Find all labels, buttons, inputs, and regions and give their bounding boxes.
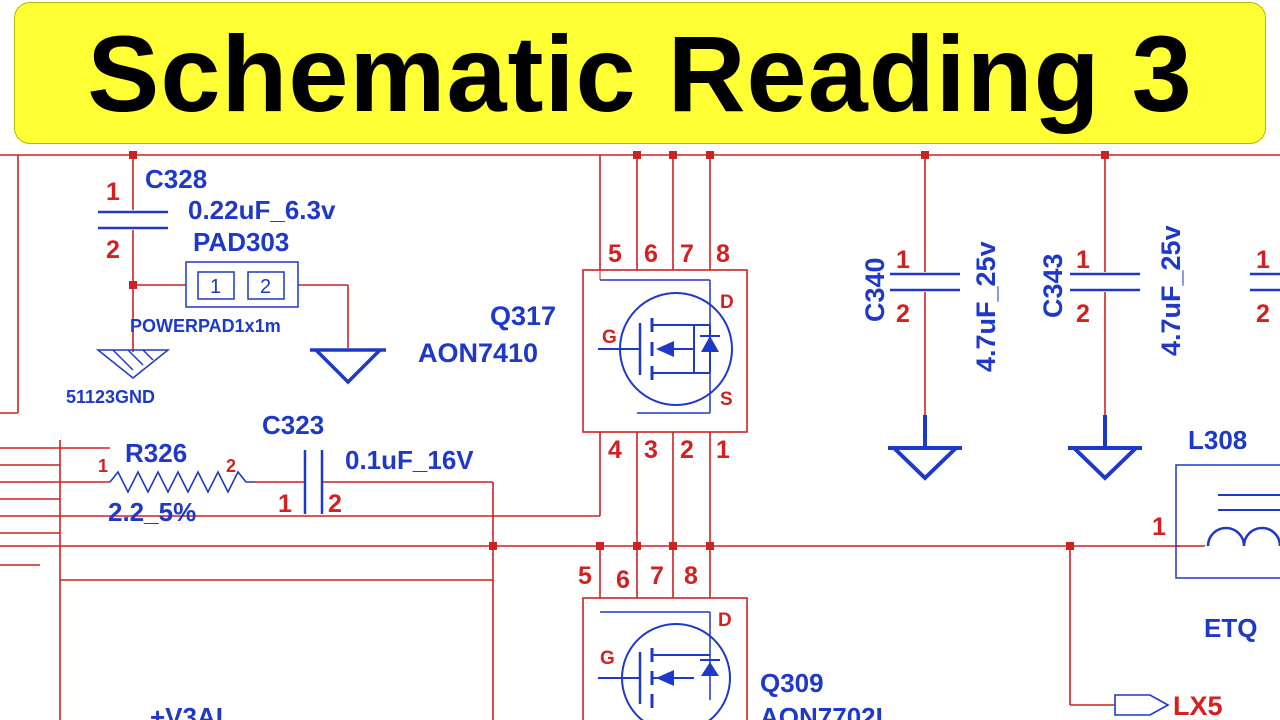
l308-symbol: [1175, 464, 1280, 579]
c328-symbol: [98, 210, 168, 230]
c-right-symbol: [1250, 272, 1280, 292]
c323-pin1: 1: [278, 490, 292, 518]
gnd-51123-label: 51123GND: [66, 387, 155, 407]
c-right-pin2: 2: [1256, 300, 1270, 328]
page-title: Schematic Reading 3: [87, 12, 1193, 134]
c328-value: 0.22uF_6.3v: [188, 195, 336, 225]
junction-dots: [129, 151, 1109, 550]
c328-pin2: 2: [106, 236, 120, 264]
lx5-net-flag: [1114, 694, 1170, 716]
c328-ref: C328: [145, 164, 207, 194]
c328-pin1: 1: [106, 178, 120, 206]
q317-pin2: 2: [680, 436, 694, 464]
pad303-symbol: [185, 261, 299, 308]
gnd-51123-symbol: [95, 349, 171, 379]
q309-ref: Q309: [760, 668, 824, 698]
q317-pin6: 6: [644, 240, 658, 268]
pad303-pin1: 1: [210, 276, 221, 298]
c340-symbol: [890, 272, 960, 292]
q309-pin7: 7: [650, 562, 664, 590]
q309-gate-label: G: [600, 648, 615, 669]
q317-drain-label: D: [720, 292, 734, 313]
l308-pin1: 1: [1152, 513, 1166, 541]
pad-ground-symbol: [310, 348, 386, 385]
q309-pin5: 5: [578, 562, 592, 590]
pad303-pin2: 2: [260, 276, 271, 298]
r326-ref: R326: [125, 438, 187, 468]
title-banner: Schematic Reading 3: [14, 2, 1266, 144]
lx5-net-label: LX5: [1173, 691, 1223, 720]
c-right-pin1: 1: [1256, 246, 1270, 274]
c343-pin1: 1: [1076, 246, 1090, 274]
q317-part: AON7410: [418, 338, 538, 368]
c340-pin2: 2: [896, 300, 910, 328]
q317-pin3: 3: [644, 436, 658, 464]
l308-part: ETQ: [1204, 613, 1257, 643]
c340-pin1: 1: [896, 246, 910, 274]
c323-ref: C323: [262, 410, 324, 440]
q317-pin8: 8: [716, 240, 730, 268]
q309-pin6: 6: [616, 566, 630, 594]
q317-pin5: 5: [608, 240, 622, 268]
c343-ground-symbol: [1068, 415, 1142, 481]
q309-drain-label: D: [718, 610, 732, 631]
c343-pin2: 2: [1076, 300, 1090, 328]
q317-pin7: 7: [680, 240, 694, 268]
c323-pin2: 2: [328, 490, 342, 518]
l308-ref: L308: [1188, 425, 1247, 455]
q317-symbol: [582, 269, 748, 433]
c340-value: 4.7uF_25v: [971, 241, 1001, 372]
c323-value: 0.1uF_16V: [345, 445, 474, 475]
c323-symbol: [303, 450, 324, 514]
c340-ref: C340: [860, 257, 890, 322]
v3al-net-label: +V3AL: [150, 702, 232, 720]
r326-pin2: 2: [226, 456, 236, 476]
r326-symbol: [109, 470, 255, 494]
q309-part: AON7702I: [760, 702, 883, 720]
q317-ref: Q317: [490, 301, 556, 331]
r326-value: 2.2_5%: [108, 497, 196, 527]
r326-pin1: 1: [98, 456, 108, 476]
q317-gate-label: G: [602, 327, 617, 348]
c343-symbol: [1070, 272, 1140, 292]
c340-ground-symbol: [888, 415, 962, 481]
q317-pin4: 4: [608, 436, 622, 464]
wires: [0, 154, 1280, 720]
q309-symbol: [582, 597, 748, 720]
c343-ref: C343: [1038, 253, 1068, 318]
c343-value: 4.7uF_25v: [1156, 225, 1186, 356]
q317-source-label: S: [720, 389, 733, 410]
q309-pin8: 8: [684, 562, 698, 590]
pad303-footprint: POWERPAD1x1m: [130, 316, 281, 336]
pad303-ref: PAD303: [193, 227, 289, 257]
q317-pin1: 1: [716, 436, 730, 464]
